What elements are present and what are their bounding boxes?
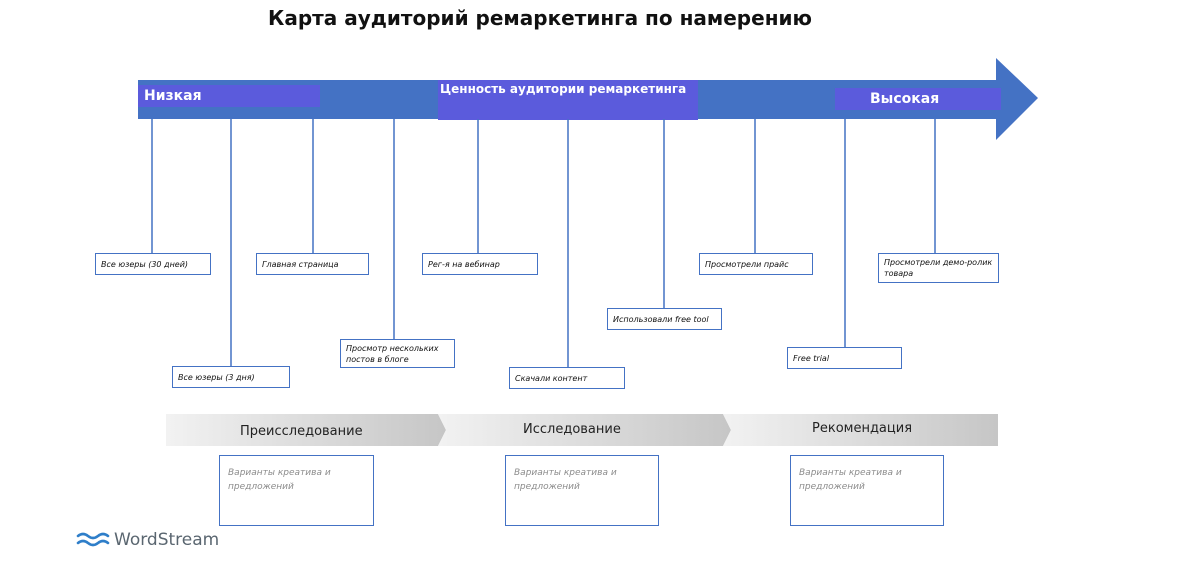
audience-box: Рег-я на вебинар — [422, 253, 538, 275]
stage-label: Рекомендация — [812, 421, 913, 436]
diagram-title: Карта аудиторий ремаркетинга по намерени… — [268, 6, 812, 30]
connector-lines — [151, 119, 936, 367]
center-band — [438, 80, 698, 120]
stage-band-3 — [723, 414, 998, 446]
stage-band-1 — [166, 414, 446, 446]
high-band — [835, 88, 1001, 110]
creative-note-box: Варианты креатива и предложений — [505, 455, 659, 526]
wave-icon — [76, 532, 110, 547]
high-value-label: Высокая — [870, 91, 940, 107]
logo-text: WordStream — [114, 530, 220, 550]
value-axis-title: Ценность аудитории ремаркетинга — [440, 82, 687, 96]
audience-box: Просмотрели прайс — [699, 253, 813, 275]
low-value-label: Низкая — [144, 88, 202, 104]
audience-box: Все юзеры (3 дня) — [172, 366, 290, 388]
low-band — [138, 85, 320, 107]
wordstream-logo: WordStream — [76, 530, 219, 550]
creative-note-box: Варианты креатива и предложений — [219, 455, 374, 526]
audience-box: Free trial — [787, 347, 902, 369]
audience-box: Скачали контент — [509, 367, 625, 389]
audience-box: Главная страница — [256, 253, 369, 275]
audience-box: Просмотрели демо-ролик товара — [878, 253, 999, 283]
stage-label: Исследование — [523, 422, 621, 437]
audience-box: Использовали free tool — [607, 308, 722, 330]
audience-box: Все юзеры (30 дней) — [95, 253, 211, 275]
stage-label: Преисследование — [240, 424, 363, 439]
stage-band-2 — [438, 414, 731, 446]
creative-note-box: Варианты креатива и предложений — [790, 455, 944, 526]
audience-box: Просмотр нескольких постов в блоге — [340, 339, 455, 368]
